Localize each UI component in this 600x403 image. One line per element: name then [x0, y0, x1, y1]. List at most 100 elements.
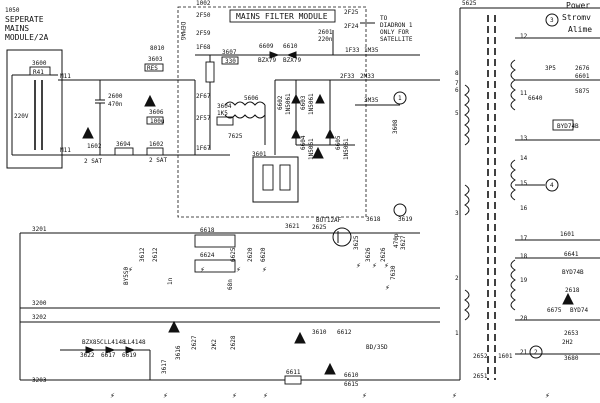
conn-2f57: 2F57	[196, 115, 211, 122]
mains-module-box	[6, 49, 63, 169]
ref-5875: 6640	[528, 95, 543, 102]
varistor	[279, 164, 291, 191]
ref-3625: 3626	[365, 247, 372, 262]
diode-1n5061-b: 1N5061	[308, 93, 315, 115]
ref-3612: 3610	[312, 329, 327, 336]
pin-16: 16	[520, 205, 528, 212]
conn-1m35: 1M35	[364, 47, 379, 54]
diode-icon	[315, 93, 325, 104]
pin-12: 12	[520, 33, 528, 40]
ref-6610-b: LL4148	[104, 339, 126, 346]
module-line-1: SEPERATE	[5, 15, 44, 24]
pin-5: 5	[455, 110, 459, 117]
mains-voltage: 220V	[14, 113, 29, 120]
marker-1: 1	[398, 95, 402, 102]
diode-ll4148-b: 6619	[122, 352, 137, 359]
ref-6604: 6604	[300, 135, 307, 150]
resistor-r41	[29, 66, 51, 76]
conn-m11-top: M11	[60, 73, 71, 80]
resistor-3610	[284, 375, 302, 385]
ref-3618: 6624	[200, 252, 215, 259]
ref-2600: 2600	[108, 93, 123, 100]
resistor-res-label: RES	[147, 65, 158, 72]
diode-bzx79-b: BZX79	[283, 57, 301, 64]
secondary-coil	[510, 159, 516, 201]
ref-2626: 470p	[393, 233, 400, 248]
resistor-3605-body	[216, 116, 234, 126]
diode-1n5061-c: 1N5061	[308, 138, 315, 160]
module-line-3: MODULE/2A	[5, 33, 49, 42]
ref-7625: BUT12AF	[316, 217, 342, 224]
cap-2k2: 2651	[473, 373, 488, 380]
resistor-1k5-label: 100u	[150, 118, 165, 125]
ref-3619: 6618	[200, 227, 215, 234]
conn-2f50: 2F50	[196, 12, 211, 19]
cap-470p: 3627	[400, 235, 407, 250]
ground-icon: ⚡	[236, 265, 241, 274]
ground-icon: ⚡	[163, 391, 168, 400]
ground-icon: ⚡	[128, 265, 133, 274]
ref-6609: 6609	[259, 43, 274, 50]
ref-3610: 6611	[286, 369, 301, 376]
module-line-2: MAINS	[5, 24, 29, 33]
coil	[224, 101, 266, 106]
filter-module-box	[177, 6, 367, 218]
power-text-1: Power	[566, 1, 590, 10]
varistor	[262, 164, 274, 191]
conn-m11-bottom: M11	[60, 147, 71, 154]
primary-coil	[464, 289, 470, 321]
warning-icon	[82, 126, 94, 139]
ref-6641: 2653	[564, 330, 579, 337]
net-3200: 3200	[32, 300, 47, 307]
marker-4: 4	[550, 182, 554, 189]
ref-6601: 3P5	[545, 65, 556, 72]
ref-6615: LL4148	[124, 339, 146, 346]
ref-6624: 68n	[227, 279, 234, 290]
ref-3608: 7625	[228, 133, 243, 140]
diode-ll4148-a: 6617	[101, 352, 116, 359]
conn-2f24: 2F24	[344, 23, 359, 30]
diode-icon	[269, 51, 280, 59]
resistor-3619	[194, 234, 236, 248]
ground-icon: ⚡	[385, 283, 390, 292]
ref-3603: 3603	[148, 56, 163, 63]
ref-6617: 3616	[175, 345, 182, 360]
ground-icon: ⚡	[362, 391, 367, 400]
resistor-res	[144, 63, 164, 72]
pin-18: 18	[520, 253, 528, 260]
switch-ref: 3600	[32, 60, 47, 67]
warning-icon	[562, 292, 574, 305]
diode-by5s0: 1n	[167, 277, 174, 285]
resistor-100u	[146, 147, 164, 156]
pin-21: 21	[520, 349, 528, 356]
conn-2f25: 2F25	[344, 9, 359, 16]
conn-3m35: 3M35	[364, 97, 379, 104]
marker-2: 2	[534, 349, 538, 356]
conn-2f67: 2F67	[196, 93, 211, 100]
diode-1n5061-d: 1N5061	[343, 138, 350, 160]
resistor-3618	[194, 259, 236, 273]
note-line-1: TO	[380, 15, 388, 22]
ground-icon: ⚡	[263, 391, 268, 400]
pin-14: 14	[520, 155, 528, 162]
ground-icon: ⚡	[545, 391, 550, 400]
label-3p5	[552, 119, 574, 131]
marker-circle	[529, 345, 543, 359]
pin-1: 1	[455, 330, 459, 337]
ref-276v: 3618	[366, 216, 381, 223]
cap-1n: BD/35D	[366, 344, 388, 351]
cap-470n: 470n	[108, 101, 123, 108]
diode-byd74b-b: 2H2	[562, 339, 573, 346]
primary-coil	[464, 184, 470, 216]
ref-6603: 6603	[300, 95, 307, 110]
warning-icon	[294, 331, 306, 344]
transistor-symbol	[332, 227, 352, 247]
varistor-box	[252, 156, 299, 203]
ref-1602: 1602	[87, 143, 102, 150]
warning-icon	[312, 146, 324, 159]
marker-circle	[545, 178, 559, 192]
ref-2625: 3625	[353, 235, 360, 250]
ref-3606: 1602	[149, 141, 164, 148]
